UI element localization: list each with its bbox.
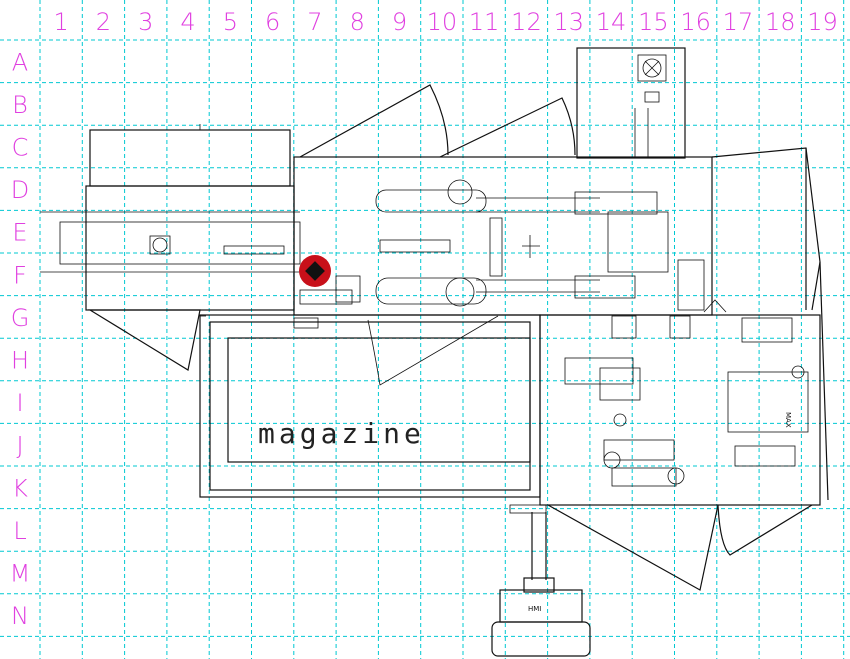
row-label: K <box>12 474 28 502</box>
column-label: 2 <box>96 8 111 36</box>
row-label: B <box>12 91 28 119</box>
right-flap <box>711 147 821 311</box>
bottom-flap-left <box>547 504 719 591</box>
row-label: I <box>16 389 23 417</box>
lower-left-flap <box>87 309 201 371</box>
column-label: 16 <box>680 8 711 36</box>
row-label: C <box>12 134 29 162</box>
magazine-label: magazine <box>258 417 425 450</box>
column-label: 3 <box>138 8 153 36</box>
column-label: 12 <box>511 8 542 36</box>
row-label: D <box>11 176 29 204</box>
row-label: E <box>12 219 27 247</box>
row-label: A <box>12 48 28 76</box>
row-label: F <box>13 261 27 289</box>
right-lower-frame <box>539 314 821 506</box>
infeed-frame <box>85 185 295 311</box>
magazine-box <box>227 337 531 463</box>
max-label: MAX <box>784 412 792 428</box>
row-label: N <box>11 602 29 630</box>
column-label: 13 <box>553 8 584 36</box>
row-label: M <box>10 560 31 588</box>
column-label: 10 <box>427 8 458 36</box>
machine-drawing: magazine HMI MAX <box>40 47 829 657</box>
upper-flap-right <box>439 97 576 158</box>
row-label: L <box>13 517 26 545</box>
column-label: 5 <box>223 8 238 36</box>
left-box <box>89 129 291 187</box>
column-label: 15 <box>638 8 669 36</box>
row-label: G <box>11 304 30 332</box>
fan-icon <box>642 58 662 78</box>
upper-flap-left <box>299 84 449 158</box>
row-label: H <box>11 347 29 375</box>
column-label: 8 <box>350 8 365 36</box>
column-label: 19 <box>807 8 838 36</box>
column-label: 9 <box>392 8 407 36</box>
main-frame <box>293 156 713 316</box>
column-label: 7 <box>307 8 322 36</box>
column-label: 18 <box>765 8 796 36</box>
location-marker-center <box>305 261 325 281</box>
column-label: 6 <box>265 8 280 36</box>
row-label: J <box>16 432 23 460</box>
fan-box <box>637 54 667 82</box>
column-label: 17 <box>723 8 754 36</box>
column-label: 4 <box>180 8 195 36</box>
top-cabinet <box>576 47 686 159</box>
column-label: 11 <box>469 8 500 36</box>
column-label: 14 <box>596 8 627 36</box>
infeed-fan <box>149 235 171 255</box>
hmi-label: HMI <box>528 605 541 613</box>
bottom-flap-right <box>717 504 813 556</box>
column-label: 1 <box>54 8 69 36</box>
